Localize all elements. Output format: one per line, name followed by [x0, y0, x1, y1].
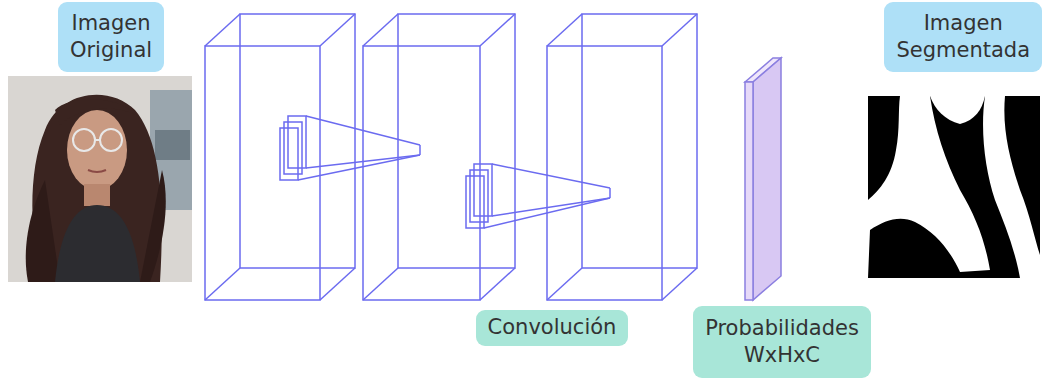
feature-block [547, 14, 697, 300]
label-box: Imagen Segmentada [884, 2, 1042, 72]
kernel-projection [280, 116, 420, 180]
feature-block [363, 14, 515, 300]
box-text: Convolución [488, 314, 617, 341]
kernel-projection [466, 164, 610, 228]
box-text: Imagen Original [70, 10, 152, 65]
box-text: Probabilidades WxHxC [705, 315, 859, 370]
original-photo [8, 76, 192, 282]
segmented-image [868, 96, 1040, 278]
probability-map [745, 58, 781, 300]
label-box: Imagen Original [58, 2, 164, 72]
box-text: Imagen Segmentada [896, 10, 1030, 65]
output-box: Probabilidades WxHxC [693, 306, 871, 378]
feature-block [205, 14, 355, 300]
step-box: Convolución [476, 310, 629, 346]
